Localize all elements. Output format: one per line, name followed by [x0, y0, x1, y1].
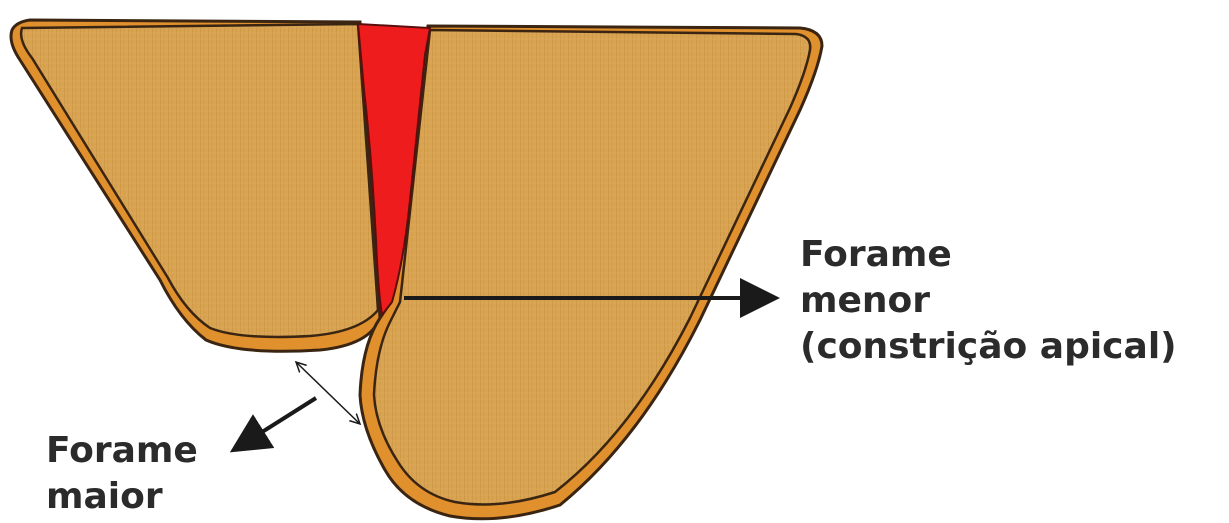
minor-foramen-label-line-1: Forame — [800, 232, 1177, 278]
major-foramen-label: Forame maior — [46, 428, 198, 520]
minor-foramen-label: Forame menor (constrição apical) — [800, 232, 1177, 370]
right-root-dentin — [374, 30, 810, 504]
major-foramen-arrow — [240, 398, 316, 446]
left-root-dentin — [21, 24, 378, 337]
major-foramen-width-indicator — [296, 362, 360, 424]
major-foramen-label-line-2: maior — [46, 474, 198, 520]
minor-foramen-label-line-2: menor — [800, 278, 1177, 324]
major-foramen-label-line-1: Forame — [46, 428, 198, 474]
minor-foramen-label-line-3: (constrição apical) — [800, 324, 1177, 370]
